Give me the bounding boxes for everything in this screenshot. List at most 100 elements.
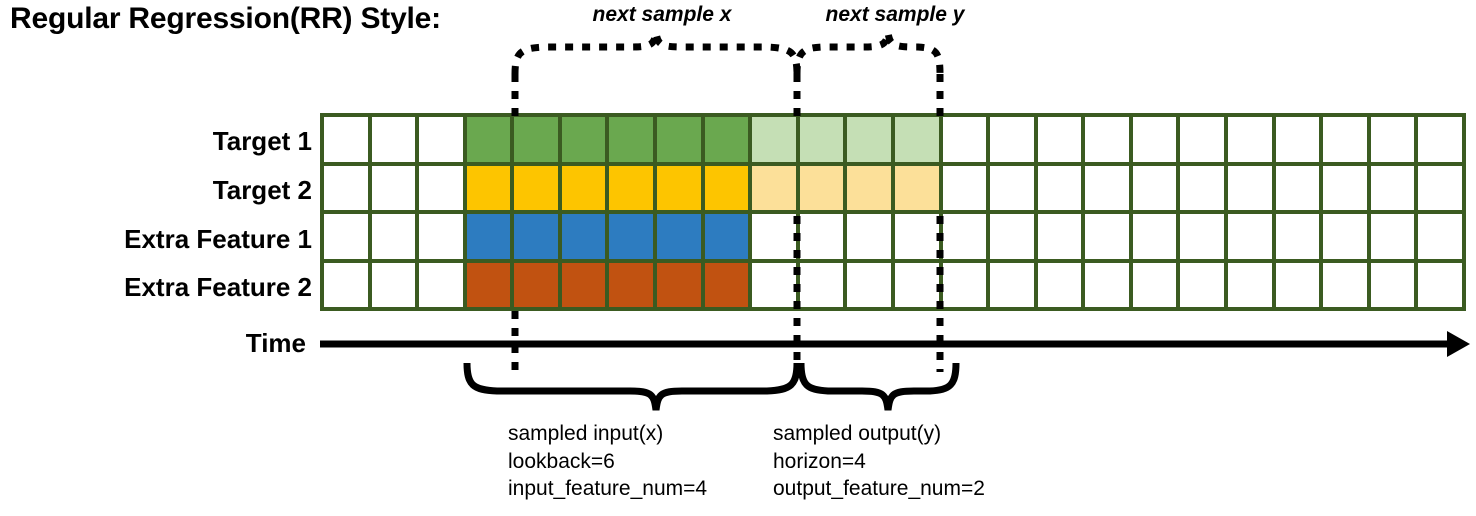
- grid-cell: [466, 117, 511, 162]
- brace-bottom-sampled-input: [463, 362, 801, 411]
- grid-cell: [799, 117, 844, 162]
- grid-cell: [752, 262, 796, 307]
- grid-cell: [419, 262, 463, 307]
- annotation-input-feature-num: input_feature_num=4: [508, 477, 708, 501]
- time-axis-label: Time: [245, 328, 306, 358]
- grid-cell: [371, 262, 416, 307]
- grid-cell: [324, 165, 368, 210]
- grid-cell: [514, 165, 558, 210]
- grid-cell: [514, 214, 558, 259]
- row-label-target-2: Target 2: [212, 175, 312, 205]
- grid-cell: [324, 117, 368, 162]
- grid-cell: [752, 165, 796, 210]
- annotation-output-title: sampled output(y): [773, 422, 942, 445]
- grid-cell: [609, 262, 654, 307]
- grid-cell: [1370, 117, 1415, 162]
- annotation-sampled-input: sampled input(x) lookback=6 input_featur…: [508, 420, 707, 503]
- grid-cell: [514, 117, 558, 162]
- grid-cell: [419, 214, 463, 259]
- grid-cell: [1323, 117, 1367, 162]
- grid-cell: [1037, 165, 1082, 210]
- grid-cell: [371, 117, 416, 162]
- grid-cell: [704, 117, 749, 162]
- grid-cell: [609, 214, 654, 259]
- grid-cell: [419, 117, 463, 162]
- timeline-row-1: [324, 117, 1462, 162]
- label-next-sample-x: next sample x: [592, 3, 732, 26]
- grid-cell: [1370, 214, 1415, 259]
- grid-cell: [1180, 214, 1224, 259]
- grid-cell: [1323, 262, 1367, 307]
- grid-cell: [1132, 214, 1177, 259]
- grid-cell: [371, 214, 416, 259]
- grid-cell: [1418, 214, 1462, 259]
- grid-cell: [609, 117, 654, 162]
- timeline-row-4: [324, 262, 1462, 307]
- grid-cell: [847, 165, 891, 210]
- grid-cell: [1275, 214, 1320, 259]
- grid-cell: [1180, 262, 1224, 307]
- grid-cell: [1085, 117, 1129, 162]
- grid-cell: [1037, 214, 1082, 259]
- grid-cell: [752, 117, 796, 162]
- grid-cell: [1132, 117, 1177, 162]
- grid-cell: [1227, 262, 1272, 307]
- grid-cell: [609, 165, 654, 210]
- grid-cell: [1370, 165, 1415, 210]
- grid-cell: [894, 262, 939, 307]
- grid-cell: [466, 262, 511, 307]
- grid-cell: [1418, 165, 1462, 210]
- grid-cell: [990, 262, 1034, 307]
- grid-cell: [514, 262, 558, 307]
- grid-cell: [1037, 117, 1082, 162]
- annotation-sampled-output: sampled output(y) horizon=4 output_featu…: [773, 420, 985, 503]
- grid-cell: [657, 165, 701, 210]
- grid-cell: [1085, 262, 1129, 307]
- grid-cell: [1275, 165, 1320, 210]
- grid-cell: [324, 262, 368, 307]
- grid-cell: [942, 214, 987, 259]
- annotation-input-title: sampled input(x): [508, 422, 664, 445]
- grid-cell: [1037, 262, 1082, 307]
- grid-cell: [1085, 214, 1129, 259]
- row-label-extra-feature-2: Extra Feature 2: [124, 272, 312, 302]
- grid-cell: [847, 262, 891, 307]
- grid-cell: [1323, 214, 1367, 259]
- row-label-target-1: Target 1: [212, 126, 312, 156]
- page-title: Regular Regression(RR) Style:: [10, 2, 441, 35]
- grid-cell: [419, 165, 463, 210]
- annotation-output-feature-num: output_feature_num=2: [773, 477, 985, 501]
- grid-cell: [1323, 165, 1367, 210]
- grid-cell: [942, 117, 987, 162]
- timeline-row-3: [324, 214, 1462, 259]
- brace-top-next-sample-x: [511, 32, 801, 75]
- grid-cell: [561, 262, 606, 307]
- grid-cell: [657, 214, 701, 259]
- annotation-input-lookback: lookback=6: [508, 449, 615, 473]
- grid-cell: [704, 262, 749, 307]
- grid-cell: [1132, 262, 1177, 307]
- grid-cell: [752, 214, 796, 259]
- grid-cell: [1227, 165, 1272, 210]
- timeline-grid: [320, 113, 1466, 311]
- grid-cell: [942, 165, 987, 210]
- grid-cell: [1085, 165, 1129, 210]
- grid-cell: [799, 214, 844, 259]
- grid-cell: [1132, 165, 1177, 210]
- grid-cell: [990, 117, 1034, 162]
- label-next-sample-y: next sample y: [825, 3, 965, 26]
- grid-cell: [1227, 117, 1272, 162]
- grid-cell: [1227, 214, 1272, 259]
- grid-cell: [466, 214, 511, 259]
- grid-cell: [561, 117, 606, 162]
- grid-cell: [704, 165, 749, 210]
- grid-cell: [704, 214, 749, 259]
- grid-cell: [799, 262, 844, 307]
- grid-cell: [561, 214, 606, 259]
- grid-cell: [894, 165, 939, 210]
- grid-cell: [1180, 117, 1224, 162]
- timeline-row-2: [324, 165, 1462, 210]
- grid-cell: [847, 117, 891, 162]
- grid-cell: [561, 165, 606, 210]
